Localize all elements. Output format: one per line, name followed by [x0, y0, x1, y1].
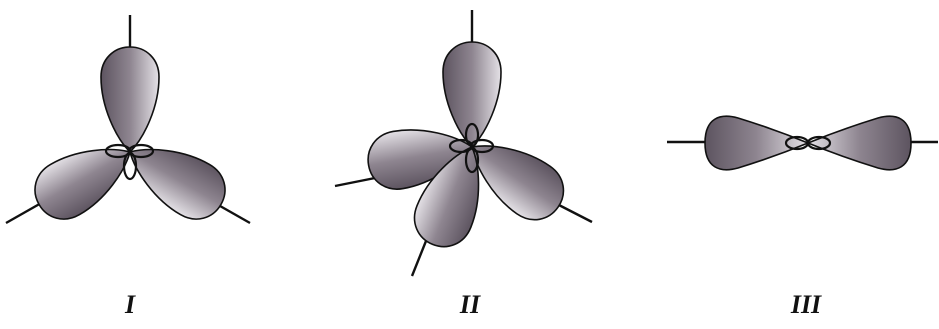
hybrid-lobe-left	[705, 116, 808, 169]
bond-line	[412, 236, 428, 276]
bond-line	[335, 177, 380, 186]
bond-line	[6, 202, 43, 223]
bond-line	[555, 203, 592, 222]
hybrid-lobe-up	[443, 42, 501, 147]
label-structure-ii: II	[460, 292, 480, 318]
structure-iii-sp	[667, 116, 938, 169]
label-structure-i: I	[125, 292, 135, 318]
structure-ii-sp3	[335, 10, 592, 276]
hybrid-lobe-up	[101, 47, 159, 152]
label-structure-iii: III	[791, 292, 821, 318]
structure-i-sp2	[6, 15, 250, 230]
hybrid-lobe-right	[808, 116, 911, 169]
